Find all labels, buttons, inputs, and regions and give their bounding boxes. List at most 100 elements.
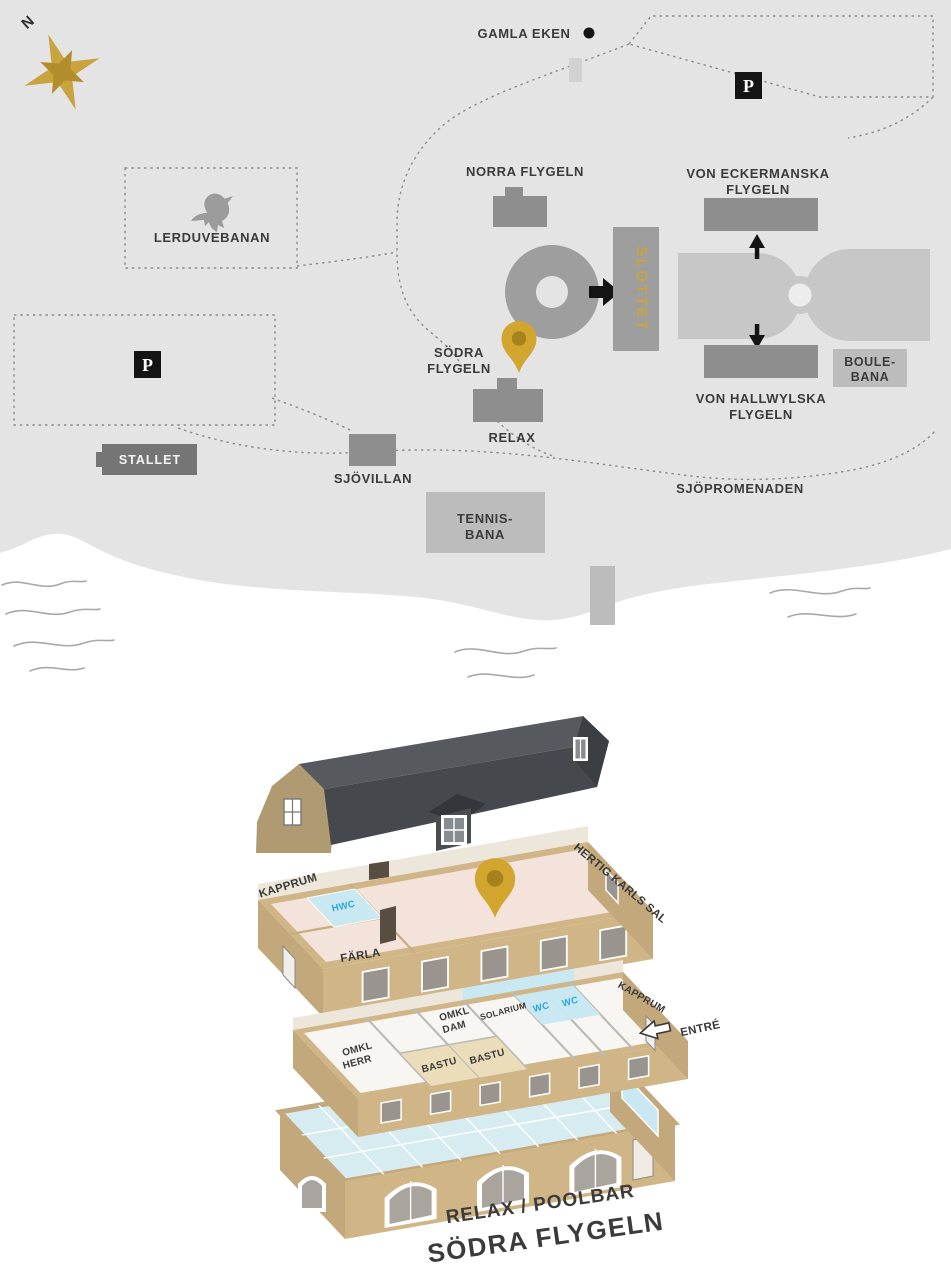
parking-west-letter: P <box>142 355 153 375</box>
stallet: STALLET <box>96 444 197 475</box>
gamla-eken: GAMLA EKEN <box>478 26 595 82</box>
entre-arrow-icon <box>638 1019 672 1040</box>
trail-west-branch <box>296 251 398 267</box>
arched-window <box>384 1181 437 1228</box>
window <box>539 935 568 972</box>
relax-label: RELAX <box>488 430 535 445</box>
arched-window <box>569 1149 622 1196</box>
sodra-flygeln-building <box>473 378 543 422</box>
ground-left-wall <box>280 1112 345 1239</box>
lerduvebanan-area <box>124 167 298 269</box>
upper-partition-door <box>380 906 396 944</box>
window <box>528 1072 551 1098</box>
von-hallwylska-label-1: VON HALLWYLSKA <box>696 391 826 406</box>
boulebana-court <box>833 349 907 387</box>
entre-label: ENTRÉ <box>679 1018 721 1039</box>
gable-window <box>283 798 302 826</box>
arched-window-left-end <box>298 1176 326 1212</box>
upper-back-door <box>369 861 389 880</box>
norra-flygeln-label: NORRA FLYGELN <box>466 164 584 179</box>
lerduvebanan: LERDUVEBANAN <box>154 193 270 245</box>
stallet-building <box>102 444 197 475</box>
water-waves-center <box>454 647 557 679</box>
dormer-window <box>441 815 467 845</box>
boulebana-label-1: BOULE- <box>844 355 896 369</box>
von-eckermanska: VON ECKERMANSKA FLYGELN <box>686 166 829 231</box>
mid-front-windows <box>380 1054 650 1124</box>
farla-label: FÄRLA <box>339 946 381 965</box>
upper-back-wall <box>258 826 588 900</box>
sodra-flygeln-label-1: SÖDRA <box>434 345 484 360</box>
boulebana-label-2: BANA <box>851 370 890 384</box>
small-building <box>569 58 582 82</box>
roof-front-slope <box>324 741 609 845</box>
wing-right-lobe <box>804 249 930 341</box>
trail-relax-connector <box>496 420 554 457</box>
wc-room-2 <box>544 985 601 1020</box>
parking-west-square <box>134 351 161 378</box>
slottet-label: SLOTTET <box>633 246 650 332</box>
wc-label-1: WC <box>532 1000 551 1015</box>
upper-interior-floor <box>271 849 640 962</box>
von-hallwylska-label-2: FLYGELN <box>729 407 793 422</box>
window <box>599 924 628 962</box>
gamla-eken-dot <box>583 27 595 39</box>
window <box>361 966 390 1004</box>
slottet-building <box>613 227 659 351</box>
parking-ne-letter: P <box>743 76 754 96</box>
window <box>479 1081 501 1107</box>
water-waves-left <box>1 580 115 672</box>
dove-icon <box>191 193 230 232</box>
roof-top-slope <box>299 716 609 789</box>
von-eckermanska-label-2: FLYGELN <box>726 182 790 197</box>
wing-left-lobe <box>678 253 801 339</box>
tennisbana: TENNIS- BANA <box>426 492 545 553</box>
tennisbana-court <box>426 492 545 553</box>
parking-ne: P <box>735 72 762 99</box>
tennisbana-label-1: TENNIS- <box>457 511 513 526</box>
gamla-eken-label: GAMLA EKEN <box>478 26 571 41</box>
window <box>480 945 509 983</box>
mid-back-glass <box>462 968 575 1001</box>
lerduvebanan-label: LERDUVEBANAN <box>154 230 270 245</box>
sjovillan: SJÖVILLAN <box>334 434 412 486</box>
tennisbana-label-2: BANA <box>465 527 505 542</box>
window <box>421 955 449 993</box>
window <box>429 1089 452 1116</box>
wc-label-2: WC <box>561 995 580 1010</box>
compass-star-small <box>40 50 84 94</box>
mid-partition <box>568 980 636 1052</box>
sjovillan-label: SJÖVILLAN <box>334 471 412 486</box>
building-diagram: KAPPRUM HWC FÄRLA HERTIG KARLS SAL <box>256 716 721 1269</box>
slottet-complex: SLOTTET <box>505 227 659 351</box>
west-parking-area <box>13 314 276 426</box>
window <box>578 1063 600 1089</box>
upper-left-door <box>282 944 296 990</box>
water-waves-right <box>769 587 871 618</box>
sjopromenaden-label: SJÖPROMENADEN <box>676 481 804 496</box>
parking-west: P <box>134 351 161 378</box>
castle-wing-complex <box>678 234 930 349</box>
arrow-down-icon <box>749 324 765 349</box>
pier <box>590 566 615 625</box>
upper-right-wall <box>588 842 653 959</box>
arrow-up-icon <box>749 234 765 259</box>
arched-window <box>477 1165 529 1212</box>
parking-ne-square <box>735 72 762 99</box>
von-hallwylska: VON HALLWYLSKA FLYGELN <box>696 345 826 422</box>
site-map: N GAMLA EKEN P LERDUVEBANAN NORRA FLYGEL… <box>0 0 951 679</box>
land-mass <box>0 0 951 621</box>
castle-court-hole <box>536 276 568 308</box>
von-eckermanska-building <box>704 198 818 231</box>
norra-flygeln-building <box>493 187 547 227</box>
window <box>380 1098 402 1124</box>
arrow-right-icon <box>589 278 620 306</box>
dormer <box>429 794 486 851</box>
von-hallwylska-building <box>704 345 818 378</box>
stallet-label: STALLET <box>119 453 181 467</box>
window <box>627 1054 650 1081</box>
sodra-flygeln-label-2: FLYGELN <box>427 361 491 376</box>
wc-room-1 <box>515 990 572 1025</box>
sjovillan-building <box>349 434 396 466</box>
